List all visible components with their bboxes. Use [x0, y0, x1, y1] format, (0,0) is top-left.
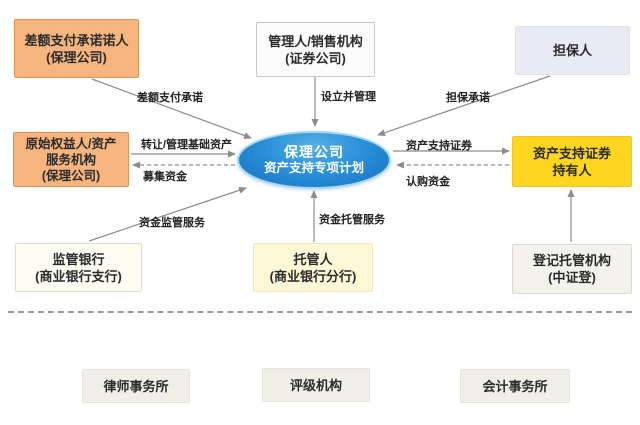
edge-fund-supervision	[88, 186, 247, 242]
node-label: (保理公司)	[46, 49, 107, 65]
node-label: 资产支持证券	[532, 145, 611, 161]
node-label: 会计事务所	[482, 378, 548, 394]
node-accounting-firm: 会计事务所	[460, 369, 570, 403]
node-label: 管理人/销售机构	[268, 33, 363, 49]
edge-label-guarantee: 担保承诺	[446, 92, 490, 104]
edge-label-setup-manage: 设立并管理	[321, 91, 376, 103]
node-rating-agency: 评级机构	[262, 368, 370, 402]
node-label: 服务机构	[45, 152, 96, 167]
node-label: (中证登)	[548, 270, 596, 285]
node-manager: 管理人/销售机构 (证券公司)	[256, 22, 375, 77]
edge-label-raise-funds: 募集资金	[143, 171, 187, 183]
edge-label-fund-supervision: 资金监管服务	[139, 217, 205, 229]
node-label: 持有人	[552, 162, 592, 178]
node-label: 评级机构	[289, 377, 342, 393]
edge-label-transfer-assets: 转让/管理基础资产	[141, 139, 233, 151]
node-spv-plan: 保理公司 资产支持专项计划	[237, 131, 391, 189]
edge-label-diff-payment: 差额支付承诺	[137, 92, 203, 104]
node-label: (保理公司)	[41, 168, 101, 183]
node-label: 托管人	[293, 251, 333, 267]
node-originator: 原始权益人/资产 服务机构 (保理公司)	[13, 132, 129, 187]
node-guarantor: 担保人	[515, 26, 630, 75]
edge-guarantee	[377, 75, 551, 137]
node-label: 保理公司	[284, 144, 344, 160]
node-label: (证券公司)	[285, 50, 346, 66]
node-label: 监管银行	[52, 251, 105, 267]
node-registrar: 登记托管机构 (中证登)	[512, 244, 632, 294]
edge-diff-payment	[91, 78, 252, 139]
node-label: 差额支付承诺诺人	[24, 32, 129, 48]
edge-label-fund-custody: 资金托管服务	[319, 214, 385, 226]
node-label: 担保人	[552, 43, 592, 58]
node-label: 原始权益人/资产	[25, 136, 117, 151]
node-label: (商业银行分行)	[269, 268, 357, 284]
node-supervising-bank: 监管银行 (商业银行支行)	[15, 243, 142, 292]
node-label: 登记托管机构	[532, 253, 611, 268]
node-label: 律师事务所	[103, 378, 169, 394]
node-label: 资产支持专项计划	[263, 161, 364, 175]
node-custodian: 托管人 (商业银行分行)	[253, 243, 373, 292]
node-law-firm: 律师事务所	[82, 369, 190, 403]
node-abs-holders: 资产支持证券 持有人	[512, 136, 632, 187]
edge-label-abs-securities: 资产支持证券	[406, 140, 472, 152]
node-diff-payer: 差额支付承诺诺人 (保理公司)	[14, 19, 139, 78]
node-label: (商业银行支行)	[35, 268, 122, 284]
edge-label-subscription-funds: 认购资金	[406, 176, 450, 188]
dashed-divider	[8, 311, 632, 313]
